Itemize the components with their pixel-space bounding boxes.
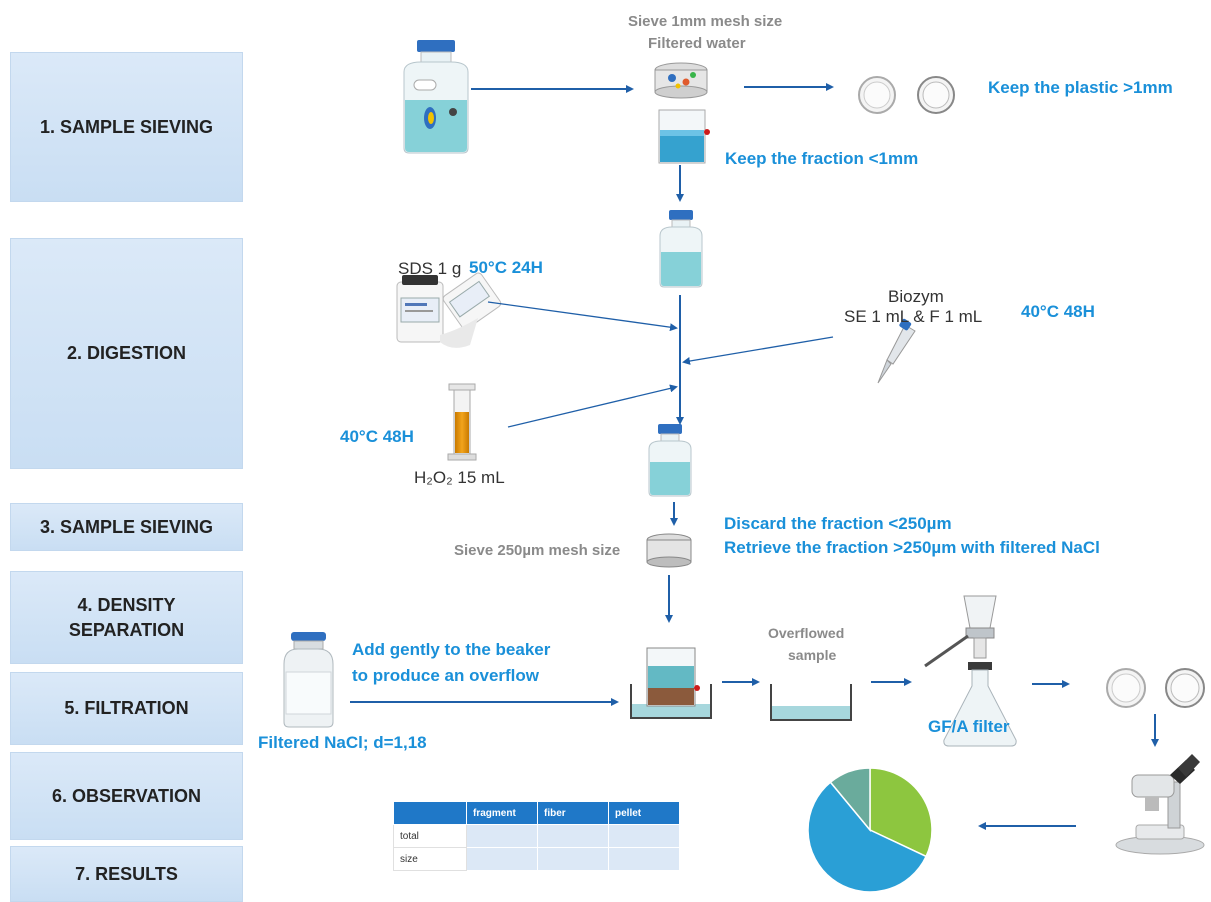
step-5-box: 5. FILTRATION — [10, 672, 243, 745]
pie-slice-1 — [869, 767, 933, 858]
step-7-box: 7. RESULTS — [10, 846, 243, 902]
table-cell — [466, 847, 538, 871]
row-label-size: size — [393, 847, 467, 871]
step-3-label: 3. SAMPLE SIEVING — [39, 516, 214, 537]
results-pie-chart — [807, 767, 933, 893]
gfa-filter-label: GF/A filter — [928, 717, 1010, 736]
pie-slice-2 — [807, 781, 928, 893]
nacl-vial-icon — [283, 632, 334, 728]
pie-slice-3 — [829, 767, 871, 833]
step-2-label: 2. DIGESTION — [66, 343, 187, 363]
sds-condition-label: 50°C 24H — [469, 258, 543, 277]
step-7-label: 7. RESULTS — [75, 863, 178, 884]
table-row: size — [393, 847, 680, 871]
step-2-box: 2. DIGESTION — [10, 238, 243, 469]
table-cell — [537, 824, 609, 848]
step-1-label: 1. SAMPLE SIEVING — [39, 116, 214, 137]
step-4-box: 4. DENSITY SEPARATION — [10, 571, 243, 664]
beaker-icon — [658, 109, 710, 164]
overflowed-sample-tray-icon — [770, 684, 852, 721]
step-4-label: 4. DENSITY SEPARATION — [68, 594, 185, 640]
petri-dishes-1-icon — [858, 76, 955, 114]
results-table-header: fragment fiber pellet — [393, 801, 680, 825]
step-3-box: 3. SAMPLE SIEVING — [10, 503, 243, 551]
biozym-label: Biozym — [888, 287, 944, 306]
h2o2-condition-label: 40°C 48H — [340, 427, 414, 446]
graduated-cylinder-icon — [447, 383, 477, 461]
nacl-label: Filtered NaCl; d=1,18 — [258, 733, 427, 752]
header-cell-fragment: fragment — [466, 801, 538, 825]
arrow-biozym — [682, 336, 834, 365]
overflow-beaker-icon — [630, 647, 712, 719]
sds-chemicals-icon — [396, 272, 502, 348]
header-cell — [393, 801, 467, 825]
sieve-1mm-label: Sieve 1mm mesh size — [628, 13, 783, 30]
table-row: total — [393, 824, 680, 848]
biozym-condition-label: 40°C 48H — [1021, 302, 1095, 321]
step-6-box: 6. OBSERVATION — [10, 752, 243, 840]
keep-fraction-label: Keep the fraction <1mm — [725, 149, 919, 168]
sample-bottle-icon — [403, 40, 469, 154]
keep-plastic-label: Keep the plastic >1mm — [988, 78, 1173, 97]
petri-dishes-2-icon — [1106, 668, 1205, 708]
arrow-h2o2 — [507, 384, 678, 428]
results-table: fragment fiber pellet total size — [393, 801, 680, 871]
arrow-sds — [487, 301, 678, 332]
bottle-3-icon — [648, 424, 692, 497]
table-cell — [537, 847, 609, 871]
sieve-1mm-icon — [654, 62, 708, 99]
header-cell-pellet: pellet — [608, 801, 680, 825]
bottle-2-icon — [659, 210, 703, 288]
flow-arrows — [350, 83, 1159, 830]
add-gently-label-2: to produce an overflow — [352, 666, 540, 685]
table-cell — [466, 824, 538, 848]
step-1-box: 1. SAMPLE SIEVING — [10, 52, 243, 202]
biozym-dose-label: SE 1 mL & F 1 mL — [844, 307, 983, 326]
retrieve-label: Retrieve the fraction >250µm with filter… — [724, 538, 1100, 557]
pipette-icon — [877, 318, 916, 384]
discard-label: Discard the fraction <250µm — [724, 514, 952, 533]
row-label-total: total — [393, 824, 467, 848]
sds-label: SDS 1 g — [398, 259, 462, 278]
h2o2-label: H₂O₂ 15 mL — [414, 468, 505, 487]
table-cell — [608, 847, 680, 871]
filtered-water-label: Filtered water — [648, 35, 746, 52]
microscope-icon — [1115, 754, 1205, 855]
overflowed-label-2: sample — [788, 647, 837, 663]
overflowed-label-1: Overflowed — [768, 625, 845, 641]
table-cell — [608, 824, 680, 848]
add-gently-label-1: Add gently to the beaker — [352, 640, 551, 659]
filtration-apparatus-icon — [924, 595, 1017, 747]
step-5-label: 5. FILTRATION — [64, 698, 189, 718]
sieve-250um-icon — [646, 533, 692, 568]
sieve-250-label: Sieve 250µm mesh size — [454, 542, 621, 559]
step-6-label: 6. OBSERVATION — [51, 785, 202, 806]
header-cell-fiber: fiber — [537, 801, 609, 825]
